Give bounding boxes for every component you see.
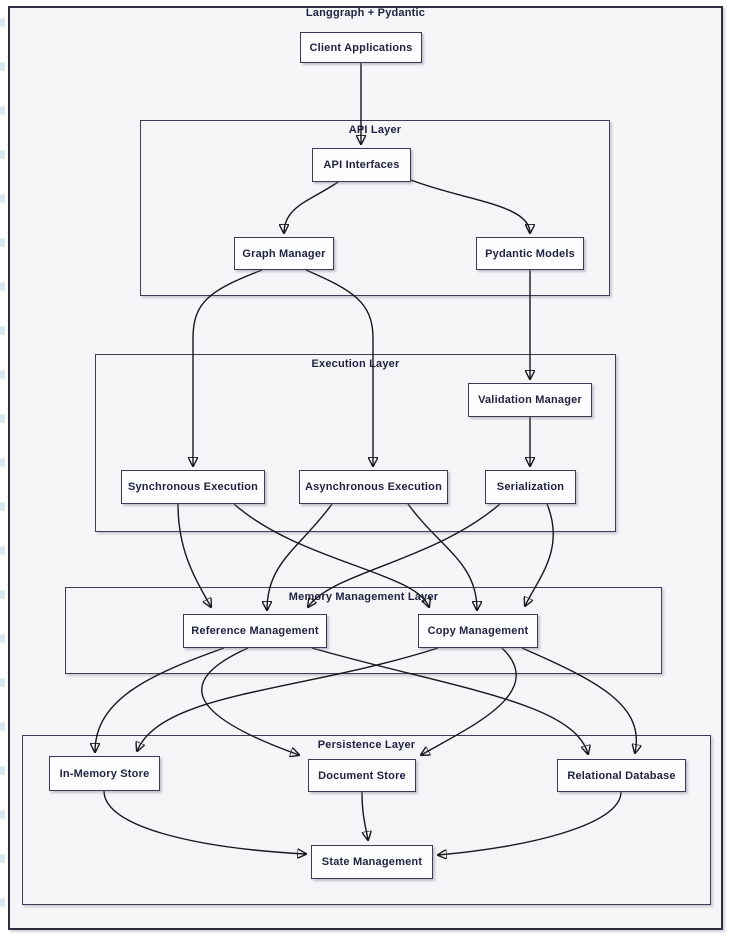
container-memory-management-layer-label: Memory Management Layer <box>288 591 439 603</box>
edge-asynchronous-execution-to-reference-management <box>267 503 333 610</box>
node-synchronous-execution: Synchronous Execution <box>121 470 265 504</box>
edge-asynchronous-execution-to-copy-management <box>407 503 477 610</box>
edge-synchronous-execution-to-reference-management <box>177 503 211 607</box>
node-reference-management: Reference Management <box>183 614 327 648</box>
node-asynchronous-execution: Asynchronous Execution <box>299 470 448 504</box>
edge-graph-manager-to-synchronous-execution <box>193 269 263 466</box>
node-relational-database: Relational Database <box>557 759 686 792</box>
edge-api-interfaces-to-graph-manager <box>284 181 339 233</box>
container-persistence-layer-label: Persistence Layer <box>317 739 416 751</box>
edge-copy-management-to-document-store <box>421 647 517 755</box>
node-graph-manager: Graph Manager <box>234 237 334 270</box>
container-memory-management-layer: Memory Management Layer <box>65 587 662 674</box>
edge-relational-database-to-state-management <box>438 791 622 855</box>
node-validation-manager: Validation Manager <box>468 383 592 417</box>
edge-synchronous-execution-to-copy-management <box>233 503 429 607</box>
node-in-memory-store: In-Memory Store <box>49 756 160 791</box>
left-edge-watermark <box>0 0 6 942</box>
edge-reference-management-to-relational-database <box>311 647 588 754</box>
node-client-applications: Client Applications <box>300 32 422 63</box>
edge-graph-manager-to-asynchronous-execution <box>305 269 373 466</box>
node-serialization: Serialization <box>485 470 576 504</box>
node-pydantic-models: Pydantic Models <box>476 237 584 270</box>
edge-in-memory-store-to-state-management <box>103 790 306 854</box>
edge-serialization-to-copy-management <box>525 503 554 606</box>
edge-reference-management-to-in-memory-store <box>95 647 225 752</box>
edge-copy-management-to-relational-database <box>521 647 636 753</box>
edge-document-store-to-state-management <box>361 791 368 840</box>
edge-serialization-to-reference-management <box>308 503 501 607</box>
container-api-layer-label: API Layer <box>348 124 402 136</box>
edge-reference-management-to-document-store <box>201 647 299 755</box>
node-state-management: State Management <box>311 845 433 879</box>
node-api-interfaces: API Interfaces <box>312 148 411 182</box>
edge-api-interfaces-to-pydantic-models <box>410 179 530 233</box>
node-copy-management: Copy Management <box>418 614 538 648</box>
diagram-title: Langgraph + Pydantic <box>305 7 426 19</box>
container-execution-layer-label: Execution Layer <box>311 358 400 370</box>
edge-copy-management-to-in-memory-store <box>137 647 439 751</box>
node-document-store: Document Store <box>308 759 416 792</box>
